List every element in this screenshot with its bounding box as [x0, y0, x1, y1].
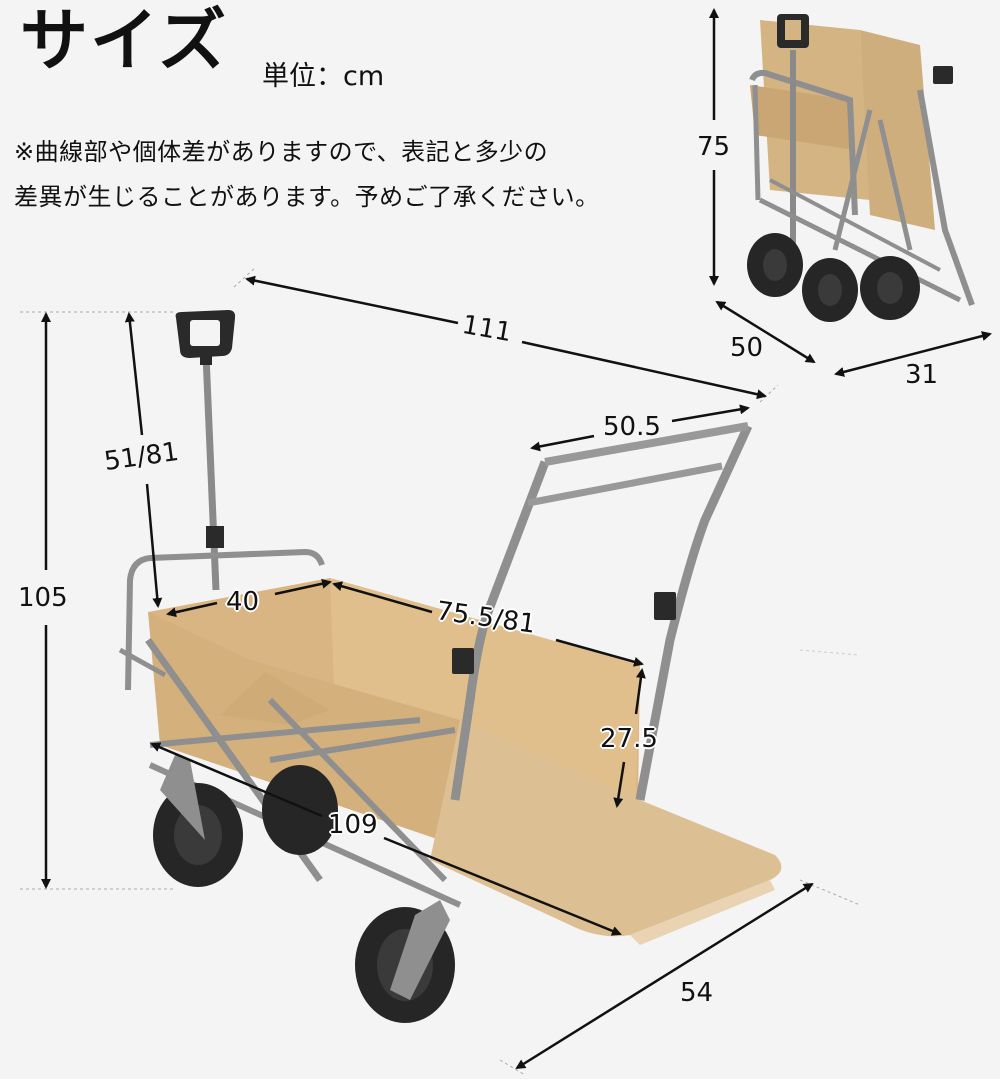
bottom-width-label: 54 — [680, 978, 714, 1008]
total-height-label: 105 — [18, 583, 68, 613]
handle-width-label: 50.5 — [603, 412, 661, 442]
disclaimer-line-1: ※曲線部や個体差がありますので、表記と多少の — [14, 138, 549, 166]
folded-width-label: 31 — [905, 360, 939, 390]
unfolded-wagon-image — [118, 310, 782, 1023]
folded-height-label: 75 — [697, 132, 731, 162]
total-length-label: 111 — [459, 309, 514, 349]
side-height-label: 27.5 — [600, 724, 658, 754]
disclaimer-line-2: 差異が生じることがあります。予めご了承ください。 — [14, 183, 600, 211]
folded-depth-label: 50 — [730, 333, 764, 363]
inner-width-label: 40 — [226, 587, 260, 617]
bottom-length-label: 109 — [328, 810, 378, 840]
unit-label: 単位：cm — [262, 61, 385, 92]
page-title: サイズ — [20, 2, 228, 81]
folded-wagon-image — [747, 14, 975, 322]
